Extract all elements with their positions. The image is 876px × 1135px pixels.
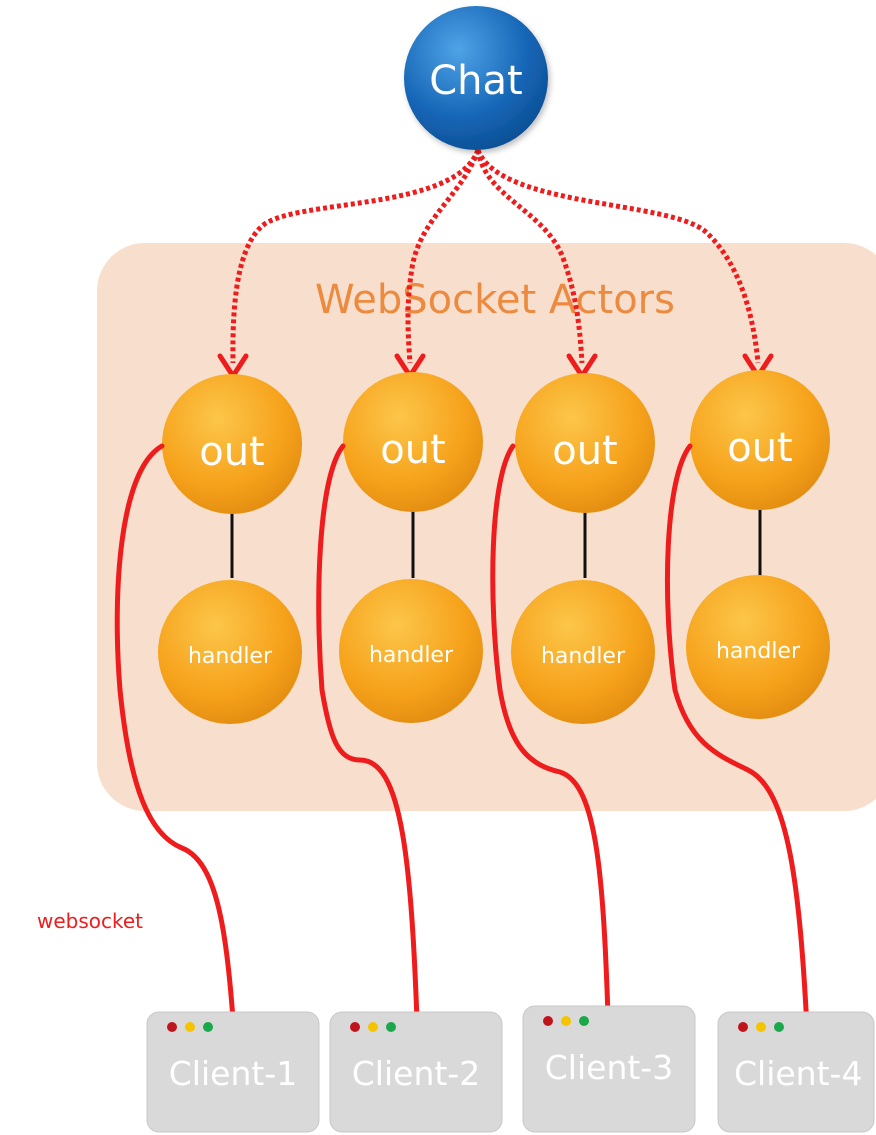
client-1-dot-yellow [185,1022,195,1032]
client-3-label: Client-3 [545,1048,673,1087]
handler-actor-3-label: handler [541,644,626,669]
out-actor-3-label: out [552,428,618,474]
handler-actor-2 [339,579,483,723]
client-2-dot-red [350,1022,360,1032]
client-3-window [522,1005,696,1133]
client-1-window [146,1011,320,1133]
websocket-line-4 [664,443,811,1051]
group-label: WebSocket Actors [315,277,675,323]
client-2: Client-2 [329,1011,503,1133]
websocket-line-2 [316,443,421,1053]
handler-actor-4-label: handler [716,639,801,664]
client-4-dot-yellow [756,1022,766,1032]
handler-actor-1 [158,580,302,724]
client-4-window [717,1011,875,1133]
out-actor-4 [690,370,830,510]
chat-arrow-2 [405,149,481,364]
handler-actor-4 [686,575,830,719]
client-4-label: Client-4 [734,1054,862,1093]
out-actor-4-label: out [727,425,793,471]
out-actor-1 [162,374,302,514]
client-1-dot-red [167,1022,177,1032]
actor-pair-2: out handler [339,372,483,723]
client-3-dot-yellow [561,1016,571,1026]
out-actor-3 [515,373,655,513]
actor-pair-4: out handler [686,370,830,719]
client-2-dot-yellow [368,1022,378,1032]
actor-pair-3: out handler [511,373,655,724]
handler-actor-3 [511,580,655,724]
client-1-dot-green [203,1022,213,1032]
websocket-connections [114,443,811,1061]
client-1: Client-1 [146,1011,320,1133]
client-3-dot-green [579,1016,589,1026]
out-actor-1-label: out [199,429,265,475]
handler-actor-1-label: handler [188,644,273,669]
client-3-dot-red [543,1016,553,1026]
handler-actor-2-label: handler [369,643,454,668]
chat-arrow-4 [475,148,761,364]
client-2-window [329,1011,503,1133]
actor-pair-1: out handler [158,374,302,724]
client-4-dot-green [774,1022,784,1032]
client-4: Client-4 [717,1011,875,1133]
websocket-label: websocket [37,909,143,933]
client-3: Client-3 [522,1005,696,1133]
websocket-line-1 [114,443,239,1061]
chat-node [404,6,548,150]
chat-arrow-1 [230,149,481,364]
out-actor-2 [343,372,483,512]
chat-broadcast-arrows [230,148,761,364]
chat-arrow-3 [475,149,585,364]
client-2-label: Client-2 [352,1054,480,1093]
client-4-dot-red [738,1022,748,1032]
client-1-label: Client-1 [169,1054,297,1093]
client-2-dot-green [386,1022,396,1032]
websocket-line-3 [490,443,612,1051]
out-actor-2-label: out [380,427,446,473]
chat-label: Chat [429,58,522,104]
